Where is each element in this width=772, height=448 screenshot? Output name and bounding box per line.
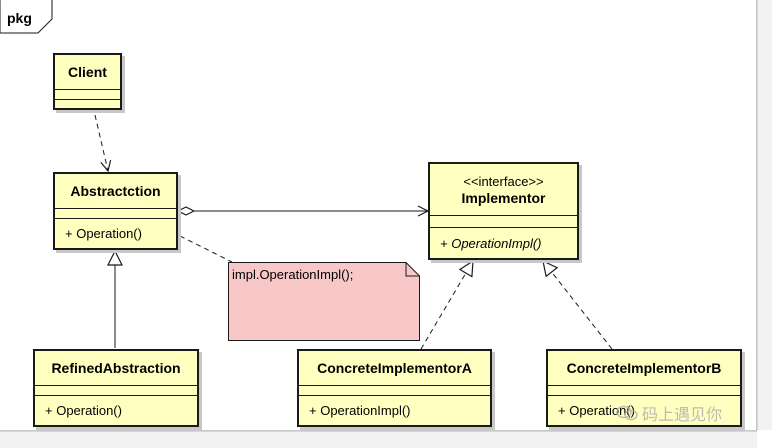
note-anchor-line xyxy=(171,231,233,263)
class-implementor-operation: + OperationImpl() xyxy=(440,235,542,251)
class-client-attributes xyxy=(55,90,120,100)
class-refined-abstraction[interactable]: RefinedAbstraction + Operation() xyxy=(33,349,199,427)
class-concrete-implementor-a[interactable]: ConcreteImplementorA + OperationImpl() xyxy=(297,349,492,427)
class-concrete-implementor-b[interactable]: ConcreteImplementorB + Operation() xyxy=(546,349,742,427)
class-abstraction-name: Abstractction xyxy=(55,174,176,209)
class-concrete-implementor-b-operation: + Operation() xyxy=(558,403,635,418)
class-implementor-header: <<interface>> Implementor xyxy=(430,164,577,216)
class-abstraction-operation: + Operation() xyxy=(65,226,142,241)
class-implementor-stereotype: <<interface>> xyxy=(463,173,544,189)
class-concrete-implementor-a-operation: + OperationImpl() xyxy=(309,403,411,418)
class-refined-abstraction-name: RefinedAbstraction xyxy=(35,351,197,386)
class-client[interactable]: Client xyxy=(53,53,122,110)
class-abstraction-attributes xyxy=(55,209,176,219)
note[interactable]: impl.OperationImpl(); xyxy=(228,262,420,341)
note-text: impl.OperationImpl(); xyxy=(232,267,354,282)
realization-concrete-b xyxy=(543,261,613,350)
class-concrete-implementor-a-name: ConcreteImplementorA xyxy=(299,351,490,386)
class-abstraction[interactable]: Abstractction + Operation() xyxy=(53,172,178,250)
class-client-operations xyxy=(55,100,120,108)
class-concrete-implementor-b-attributes xyxy=(548,386,740,396)
class-refined-abstraction-attributes xyxy=(35,386,197,396)
package-label: pkg xyxy=(7,10,32,26)
horizontal-scrollbar[interactable] xyxy=(0,431,757,448)
class-implementor[interactable]: <<interface>> Implementor + OperationImp… xyxy=(428,162,579,260)
class-concrete-implementor-a-attributes xyxy=(299,386,490,396)
watermark-text: 码上遇见你 xyxy=(642,407,723,424)
dependency-client-abstraction xyxy=(94,114,108,171)
package-tab xyxy=(0,0,53,34)
class-implementor-attributes xyxy=(430,216,577,228)
class-refined-abstraction-operation: + Operation() xyxy=(45,403,122,418)
chat-bubble-icon xyxy=(616,405,638,421)
class-concrete-implementor-b-name: ConcreteImplementorB xyxy=(548,351,740,386)
class-client-name: Client xyxy=(55,55,120,90)
watermark: 码上遇见你 xyxy=(616,401,722,425)
vertical-scrollbar[interactable] xyxy=(757,0,772,430)
realization-concrete-a xyxy=(420,261,473,350)
class-implementor-name: Implementor xyxy=(461,189,546,206)
note-shape xyxy=(228,262,420,341)
relationship-layer xyxy=(0,0,613,350)
diagram-canvas: pkg Client Abstractction + Operation() <… xyxy=(0,0,757,431)
